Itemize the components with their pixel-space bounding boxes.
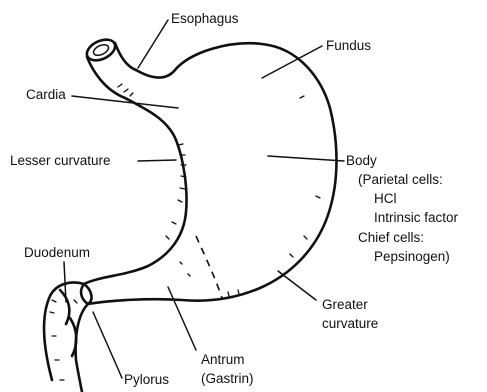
label-body-detail-1: (Parietal cells: xyxy=(358,172,443,188)
label-pylorus: Pylorus xyxy=(124,372,169,388)
label-body-detail-5: Pepsinogen) xyxy=(374,249,450,265)
label-greater-curvature-2: curvature xyxy=(322,316,378,332)
label-body: Body xyxy=(346,153,377,169)
label-lesser-curvature: Lesser curvature xyxy=(10,153,111,169)
label-body-detail-4: Chief cells: xyxy=(358,230,424,246)
leader-greater-curvature xyxy=(278,271,316,300)
leader-antrum xyxy=(168,287,196,350)
label-esophagus: Esophagus xyxy=(171,11,239,27)
label-greater-curvature-1: Greater xyxy=(322,297,368,313)
lesser-curvature-hatching xyxy=(118,84,190,276)
leader-pylorus xyxy=(93,312,122,378)
label-antrum-2: (Gastrin) xyxy=(201,371,254,387)
label-body-detail-2: HCl xyxy=(374,191,397,207)
leader-lesser-curvature xyxy=(138,160,176,161)
label-duodenum: Duodenum xyxy=(24,245,90,261)
label-cardia: Cardia xyxy=(26,87,66,103)
label-antrum-1: Antrum xyxy=(201,352,245,368)
leader-lines xyxy=(64,20,344,378)
greater-curvature-hatching xyxy=(228,96,320,296)
leader-esophagus xyxy=(138,20,168,68)
label-fundus: Fundus xyxy=(326,38,371,54)
label-body-detail-3: Intrinsic factor xyxy=(374,210,458,226)
body-antrum-boundary xyxy=(196,236,222,298)
leader-body xyxy=(268,156,344,161)
